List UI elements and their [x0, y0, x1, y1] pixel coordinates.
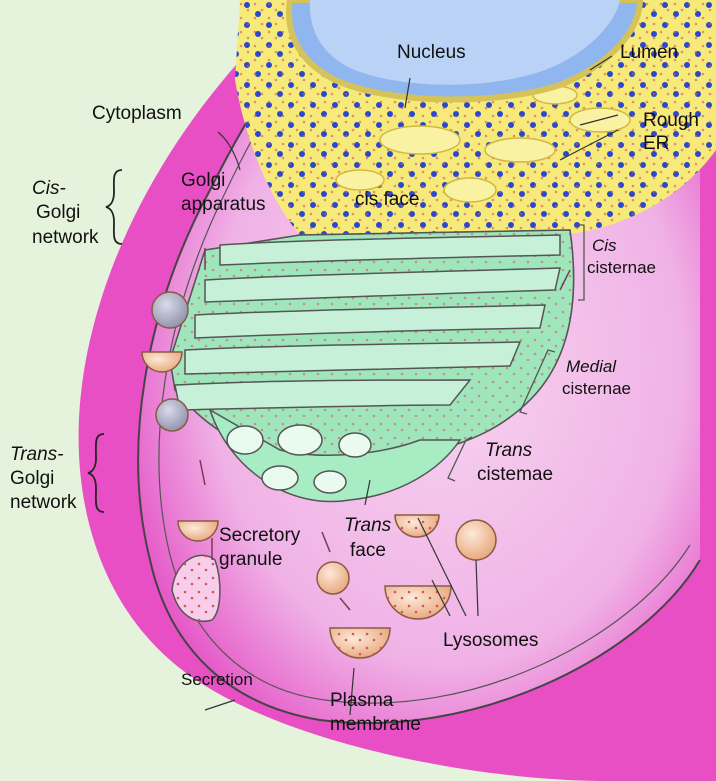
cis-golgi-brace	[104, 168, 126, 246]
label-rough: Rough	[643, 110, 699, 132]
label-cis-golgi-2: Golgi	[36, 202, 80, 224]
label-lysosomes: Lysosomes	[443, 630, 538, 652]
label-cis-golgi-1: Cis-	[32, 178, 66, 200]
trans-golgi-brace	[86, 432, 108, 514]
label-granule: granule	[219, 549, 282, 571]
label-golgi: Golgi	[181, 170, 225, 192]
label-medial-2: cisternae	[562, 379, 631, 399]
label-trans-face-2: face	[350, 540, 386, 562]
label-apparatus: apparatus	[181, 194, 266, 216]
label-nucleus: Nucleus	[397, 42, 466, 64]
label-lumen: Lumen	[620, 42, 678, 64]
label-trans-golgi-1: Trans-	[10, 444, 63, 466]
label-trans-golgi-2: Golgi	[10, 468, 54, 490]
label-trans-cisternae-2: cistemae	[477, 464, 553, 486]
label-cytoplasm: Cytoplasm	[92, 103, 182, 125]
label-secretion: Secretion	[181, 670, 253, 690]
label-membrane: membrane	[330, 714, 421, 736]
label-cis-golgi-3: network	[32, 227, 99, 249]
label-trans-cisternae-1: Trans	[485, 440, 532, 462]
label-cis-cisternae-2: cisternae	[587, 258, 656, 278]
label-secretory: Secretory	[219, 525, 300, 547]
label-er: ER	[643, 133, 669, 155]
label-cis-cisternae-1: Cis	[592, 236, 617, 256]
label-trans-golgi-3: network	[10, 492, 77, 514]
label-trans-face-1: Trans	[344, 515, 391, 537]
label-cis-face: cis face	[355, 189, 419, 211]
label-medial-1: Medial	[566, 357, 616, 377]
label-plasma: Plasma	[330, 690, 393, 712]
